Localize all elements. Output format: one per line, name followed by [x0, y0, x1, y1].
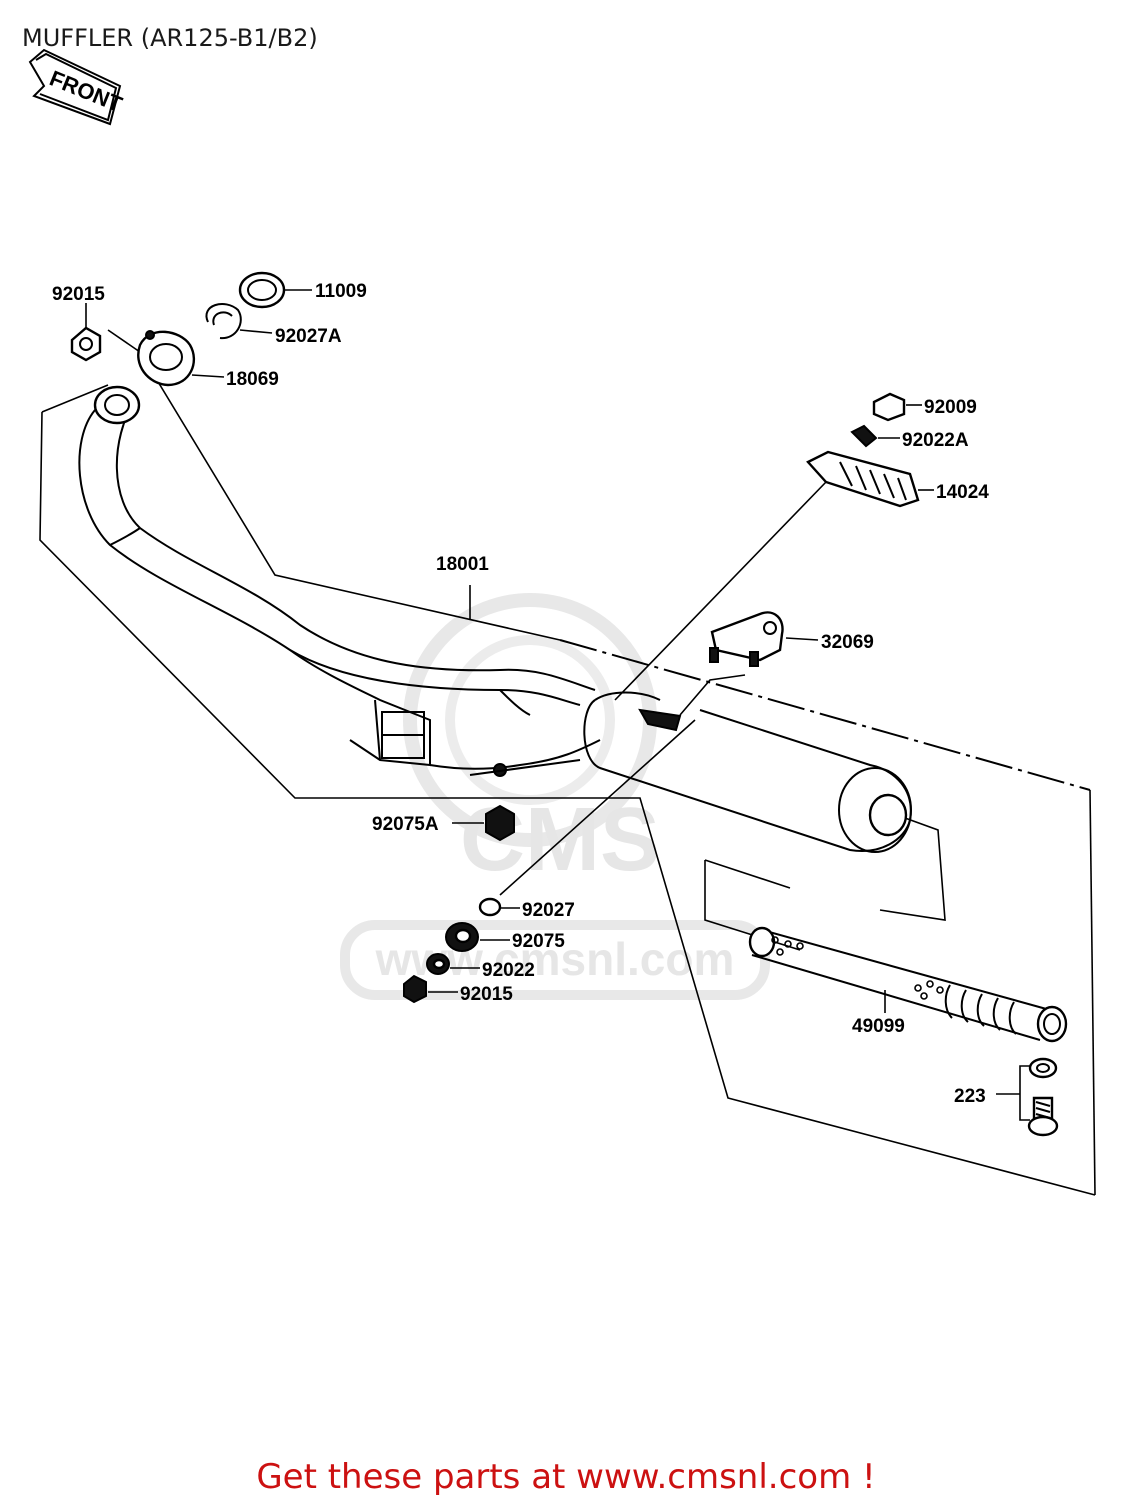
label-49099: 49099	[852, 1016, 905, 1037]
nut-92015-top	[70, 303, 102, 362]
label-92075a: 92075A	[372, 814, 439, 835]
nut-92015-bottom	[403, 974, 458, 1004]
label-14024: 14024	[936, 482, 989, 503]
washer-92022a	[850, 424, 900, 448]
label-92027: 92027	[522, 900, 575, 921]
label-92027a: 92027A	[275, 326, 342, 347]
screw-set-223	[996, 1057, 1059, 1137]
spark-arrester-49099	[748, 926, 1068, 1043]
gasket-11009	[238, 271, 312, 309]
bolt-92009	[872, 392, 922, 422]
label-92015-bottom: 92015	[460, 984, 513, 1005]
label-32069: 32069	[821, 632, 874, 653]
collar-92027	[478, 897, 520, 917]
bracket-32069	[679, 611, 819, 716]
label-92022: 92022	[482, 960, 535, 981]
washer-92022	[426, 953, 480, 975]
label-223: 223	[954, 1086, 986, 1107]
label-92075: 92075	[512, 931, 565, 952]
label-18001: 18001	[436, 554, 489, 575]
label-18069: 18069	[226, 369, 279, 390]
label-92009: 92009	[924, 397, 977, 418]
front-arrow-icon: FRONT	[28, 48, 126, 126]
label-92022a: 92022A	[902, 430, 969, 451]
watermark: CMS www.cmsnl.com	[340, 593, 770, 1000]
label-11009: 11009	[315, 281, 367, 302]
damper-92075a	[452, 804, 515, 842]
exhaust-pipe-18001	[78, 385, 912, 853]
flange-18069	[137, 330, 225, 387]
watermark-logo: CMS	[460, 790, 660, 890]
heat-guard-14024	[614, 450, 934, 701]
damper-92075	[445, 922, 510, 952]
diagram-title: MUFFLER (AR125-B1/B2)	[22, 24, 318, 52]
assembly-outline	[39, 329, 1096, 1196]
footer-link[interactable]: Get these parts at www.cmsnl.com !	[256, 1457, 875, 1497]
label-92015-top: 92015	[52, 284, 105, 305]
collar-92027a	[205, 303, 273, 340]
